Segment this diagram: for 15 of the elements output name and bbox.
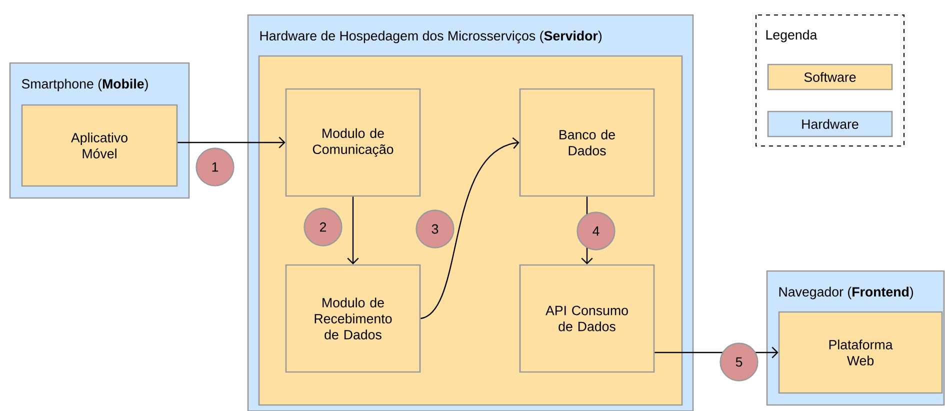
process-box: Aplicativo Móvel bbox=[21, 104, 178, 187]
callout-number: 3 bbox=[416, 210, 454, 248]
callout-number: 5 bbox=[720, 342, 758, 382]
callout-number: 4 bbox=[576, 212, 616, 250]
process-box: Modulo de Recebimento de Dados bbox=[285, 264, 421, 373]
arrow bbox=[178, 136, 286, 148]
process-box: Plataforma Web bbox=[778, 311, 943, 394]
process-box: Modulo de Comunicação bbox=[285, 88, 421, 197]
arrow bbox=[420, 137, 520, 320]
arrow bbox=[347, 196, 359, 264]
callout-number: 2 bbox=[304, 208, 342, 246]
legend-title: Legenda bbox=[766, 30, 818, 42]
process-box: API Consumo de Dados bbox=[519, 264, 655, 373]
process-box: Banco de Dados bbox=[519, 88, 655, 197]
callout-number: 1 bbox=[196, 148, 234, 186]
